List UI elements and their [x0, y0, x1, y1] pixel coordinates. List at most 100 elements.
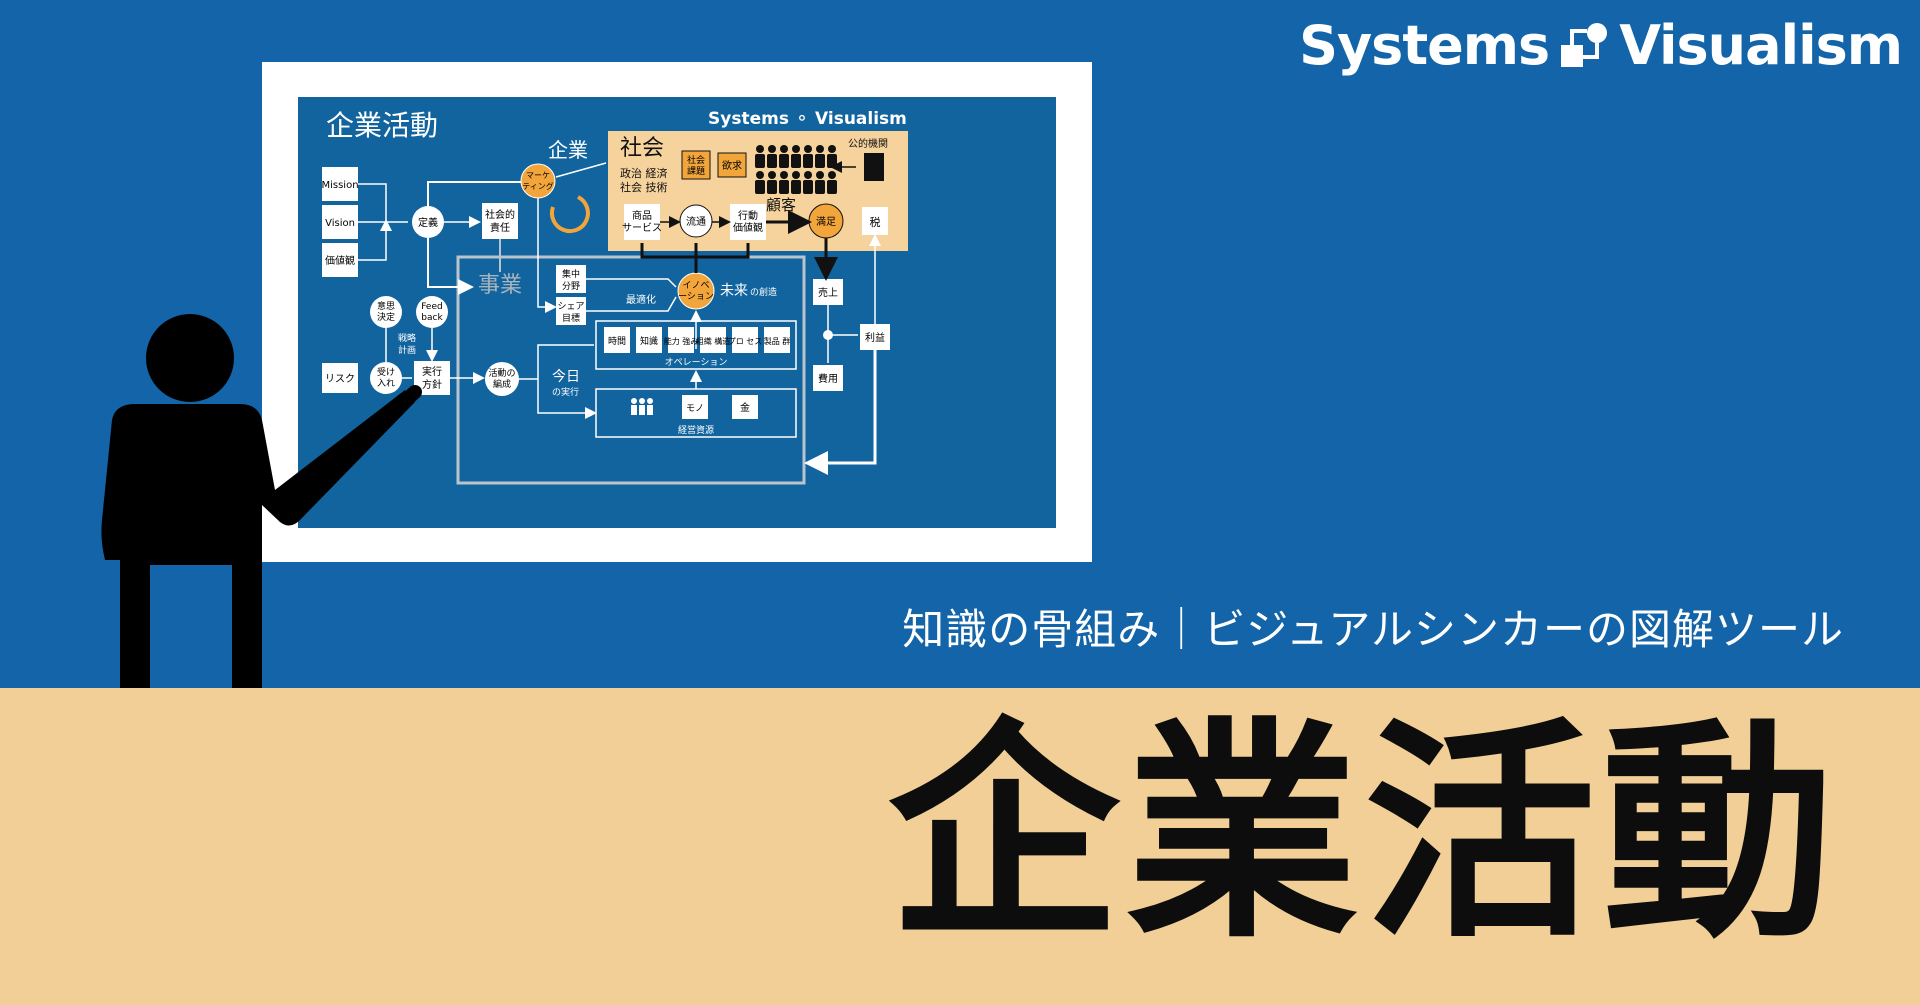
kokyaku-label: 顧客 [766, 196, 796, 214]
zei-box [862, 207, 888, 235]
feedback-node [416, 296, 448, 328]
building-icon [864, 153, 884, 181]
mono-label: モノ [686, 404, 704, 414]
values-box [322, 243, 358, 277]
whiteboard: 企業活動 Systems ⚬ Visualism 企業 社会 政治 経済 社会 … [262, 62, 1092, 562]
teigi-label: 定義 [418, 216, 438, 229]
risk-label: リスク [325, 373, 355, 385]
shakaiteki-1: 社会的 [485, 208, 515, 221]
mirai-small: の創造 [750, 286, 777, 298]
values-label: 価値観 [325, 254, 355, 267]
ishi-2: 決定 [377, 311, 395, 323]
jigyo-frame [456, 255, 806, 485]
jigyo-label: 事業 [478, 273, 522, 298]
shakai-kadai-2: 課題 [687, 165, 705, 177]
main-title: 企業活動 [887, 699, 1840, 969]
ishi-node [370, 296, 402, 328]
kodo-box [730, 204, 766, 240]
mono-box [682, 395, 708, 419]
op-soshiki: 組織 構造 [696, 336, 731, 346]
yokkyu-box [717, 152, 747, 178]
kane-label: 金 [740, 401, 750, 414]
shuchu-2: 分野 [562, 281, 580, 292]
ukeire-1: 受け [377, 366, 395, 378]
shuchu-1: 集中 [562, 268, 580, 280]
ishi-1: 意思 [377, 300, 395, 312]
mirai-label: 未来 [720, 283, 748, 299]
marketing-node [520, 163, 556, 199]
shakai-factors-1: 政治 経済 [620, 166, 668, 180]
shakai-label: 社会 [620, 136, 664, 161]
cycle-icon [549, 195, 590, 234]
kane-box [732, 395, 758, 419]
operation-items [604, 327, 790, 353]
brand-text-right: Visualism [1619, 14, 1903, 77]
shakaiteki-2: 責任 [490, 221, 510, 234]
diagram-screen: 企業活動 Systems ⚬ Visualism 企業 社会 政治 経済 社会 … [298, 97, 1056, 528]
diagram-brand: Systems ⚬ Visualism [708, 109, 907, 129]
operation-label: オペレーション [665, 357, 728, 368]
ryutsu-label: 流通 [686, 215, 706, 228]
share-2: 目標 [562, 312, 580, 324]
kigyo-label: 企業 [548, 138, 588, 162]
share-box [556, 297, 586, 325]
saitekika-label: 最適化 [626, 293, 656, 306]
mission-box [322, 167, 358, 201]
zei-label: 税 [870, 215, 881, 229]
people-icon [631, 398, 653, 415]
katsudo-node [485, 362, 519, 396]
diagram-title: 企業活動 [326, 109, 438, 142]
subtitle: 知識の骨組み｜ビジュアルシンカーの図解ツール [902, 605, 1844, 654]
systems-visualism-logo-icon [1559, 21, 1609, 71]
uriage-box [813, 279, 843, 305]
hiyo-box [813, 365, 843, 391]
brand-logo: Systems Visualism [1299, 14, 1903, 77]
diagram: 企業活動 Systems ⚬ Visualism 企業 社会 政治 経済 社会 … [321, 109, 908, 485]
kodo-2: 価値観 [733, 221, 763, 234]
yokkyu-label: 欲求 [722, 159, 742, 172]
jikko-1: 実行 [422, 365, 442, 378]
rieki-label: 利益 [865, 331, 885, 344]
marketing-2: ティング [522, 181, 554, 191]
innovation-2: ーション [678, 292, 714, 302]
feedback-1: Feed [421, 302, 442, 312]
shuchu-box [556, 265, 586, 293]
senryaku-1: 戦略 [398, 332, 416, 344]
vision-label: Vision [325, 218, 355, 229]
operation-frame [595, 320, 797, 370]
shakaiteki-box [482, 203, 518, 239]
ukeire-node [370, 362, 402, 394]
koteki-label: 公的機関 [848, 137, 888, 150]
feedback-2: back [421, 313, 443, 323]
konnichi-small: の実行 [552, 386, 579, 398]
shakai-kadai-1: 社会 [687, 154, 705, 166]
hiyo-label: 費用 [818, 372, 838, 385]
teigi-node [412, 206, 444, 238]
bottom-banner [0, 688, 1920, 1005]
manzoku-label: 満足 [816, 216, 836, 228]
shohin-1: 商品 [632, 209, 652, 222]
share-1: シェア [557, 302, 584, 312]
ukeire-2: 入れ [377, 378, 395, 389]
shakai-factors-2: 社会 技術 [620, 180, 668, 194]
brand-text-left: Systems [1299, 14, 1550, 77]
marketing-1: マーケ [526, 171, 550, 180]
shakai-kadai-box [681, 150, 711, 180]
keiei-label: 経営資源 [678, 424, 714, 436]
konnichi-label: 今日 [552, 369, 580, 385]
shohin-2: サービス [622, 222, 662, 234]
shohin-box [624, 204, 660, 240]
op-process: プロ セス [728, 337, 763, 346]
op-jikan: 時間 [608, 336, 626, 347]
customers-crowd-icon [755, 145, 837, 194]
kodo-1: 行動 [738, 209, 758, 222]
katsudo-1: 活動の [488, 367, 515, 379]
op-chishiki: 知識 [640, 335, 658, 347]
uriage-label: 売上 [818, 286, 838, 299]
innovation-node [677, 272, 715, 310]
rieki-box [860, 324, 890, 350]
jikko-2: 方針 [422, 378, 442, 391]
innovation-1: イノベ [682, 281, 709, 291]
mission-label: Mission [321, 180, 358, 191]
op-seihin: 製品 群 [764, 336, 791, 346]
